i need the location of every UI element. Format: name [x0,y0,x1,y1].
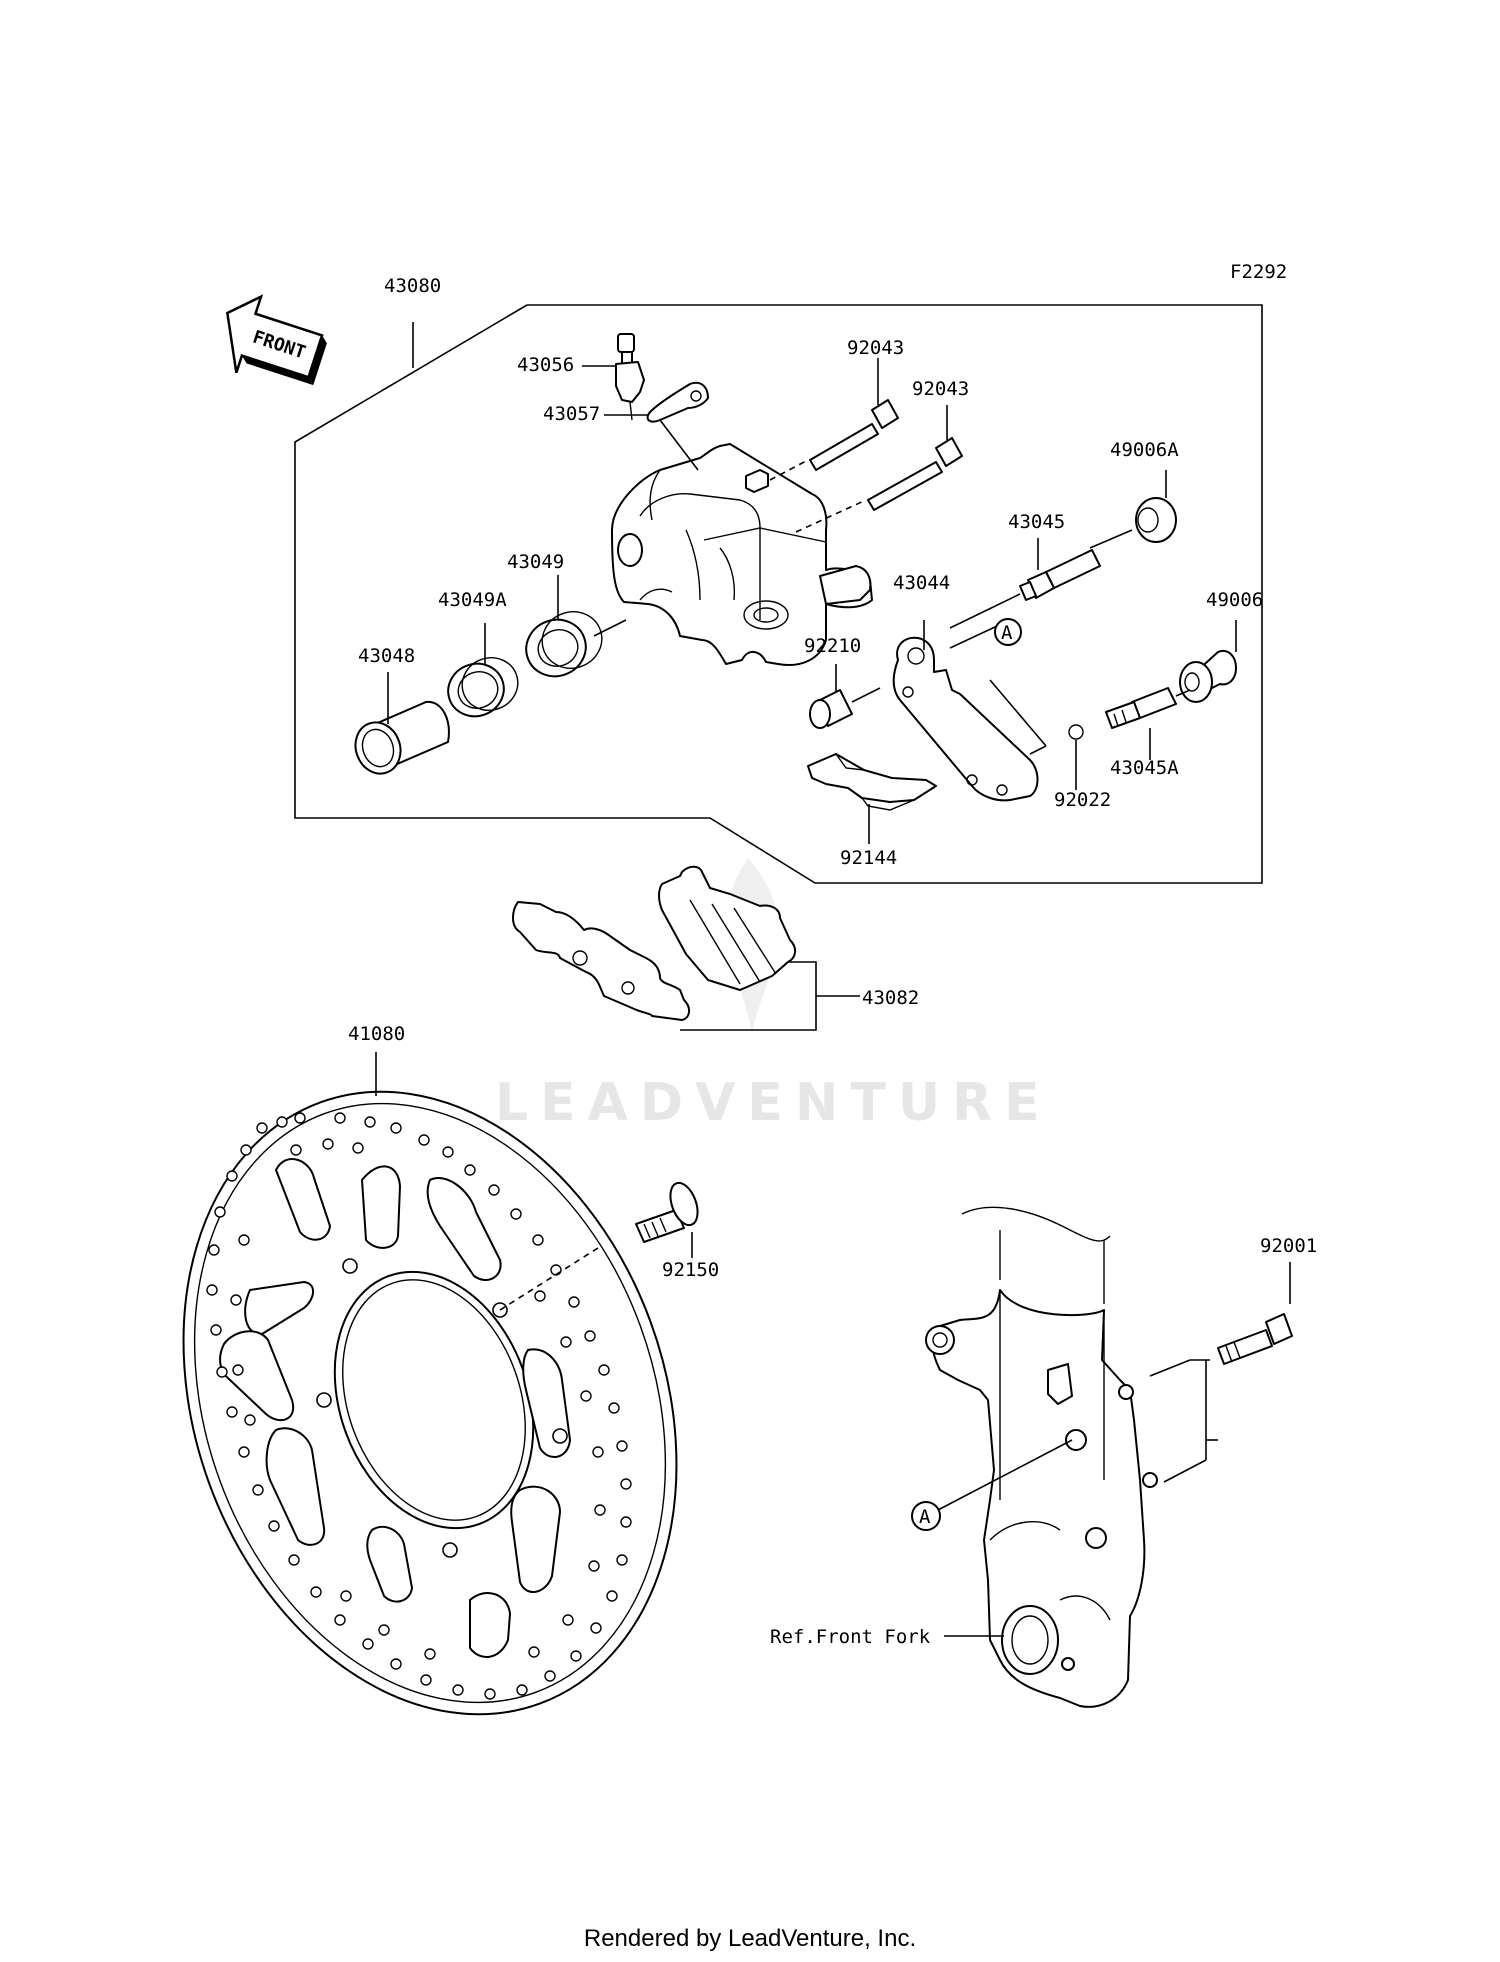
label-43045: 43045 [1008,511,1065,533]
pin-bolt-upper-part [769,399,899,481]
caliper-body [611,443,873,666]
disc-bolt-part [635,1181,699,1243]
label-43045A: 43045A [1110,757,1179,779]
dust-seal-part [447,657,519,718]
label-49006: 49006 [1206,589,1263,611]
bleeder-cap-part [646,381,709,423]
label-43082: 43082 [862,987,919,1009]
piston-part [354,700,450,775]
label-92022: 92022 [1054,789,1111,811]
leader-lines [375,322,1291,1637]
bleeder-valve-part [615,333,645,421]
label-49006A: 49006A [1110,439,1179,461]
label-92043-upper: 92043 [847,337,904,359]
circlip-part [1068,724,1084,740]
label-43044: 43044 [893,572,950,594]
caliper-assembly-outline [294,304,1263,884]
front-direction-arrow: FRONT [225,294,327,386]
footer-credit: Rendered by LeadVenture, Inc. [583,1925,917,1952]
label-43048: 43048 [358,645,415,667]
label-43057: 43057 [543,403,600,425]
label-41080: 41080 [348,1023,405,1045]
disc-drill-holes [206,1112,632,1700]
watermark: LEADVENTURE [495,858,1052,1133]
reference-marker-top: A [994,618,1022,646]
label-92144: 92144 [840,847,897,869]
piston-seal-part [525,611,627,678]
boot-a-part [1089,497,1177,549]
label-43080: 43080 [384,275,441,297]
label-43049: 43049 [507,551,564,573]
reference-marker-bottom: A [911,1439,1073,1531]
pad-spring-part [807,753,937,811]
label-43056: 43056 [517,354,574,376]
sleeve-part [809,687,881,729]
label-92150: 92150 [662,1259,719,1281]
pin-bolt-lower-part [795,437,963,533]
brake-pad-set-part [512,865,860,1031]
caliper-mount-bolt-part [1217,1313,1293,1365]
label-43049A: 43049A [438,589,507,611]
ref-front-fork-label: Ref.Front Fork [770,1626,931,1648]
reference-marker-bottom-label: A [919,1506,931,1528]
figure-code: F2292 [1230,261,1287,283]
boot-part [1179,650,1237,703]
slide-pin-part [949,549,1101,629]
reference-marker-top-label: A [1001,622,1013,644]
label-92210: 92210 [804,635,861,657]
slide-pin-a-part [1105,687,1191,729]
label-92001: 92001 [1260,1235,1317,1257]
watermark-text: LEADVENTURE [495,1073,1052,1133]
label-92043-lower: 92043 [912,378,969,400]
disc-bolt-holes [316,1258,568,1558]
part-labels: 43080 43056 43057 92043 92043 49006A 430… [348,275,1317,1648]
disc-spoke-windows [219,1158,571,1658]
front-fork-part [925,1206,1218,1708]
brake-disc-part [182,1090,678,1716]
caliper-bracket-part [892,619,1047,802]
